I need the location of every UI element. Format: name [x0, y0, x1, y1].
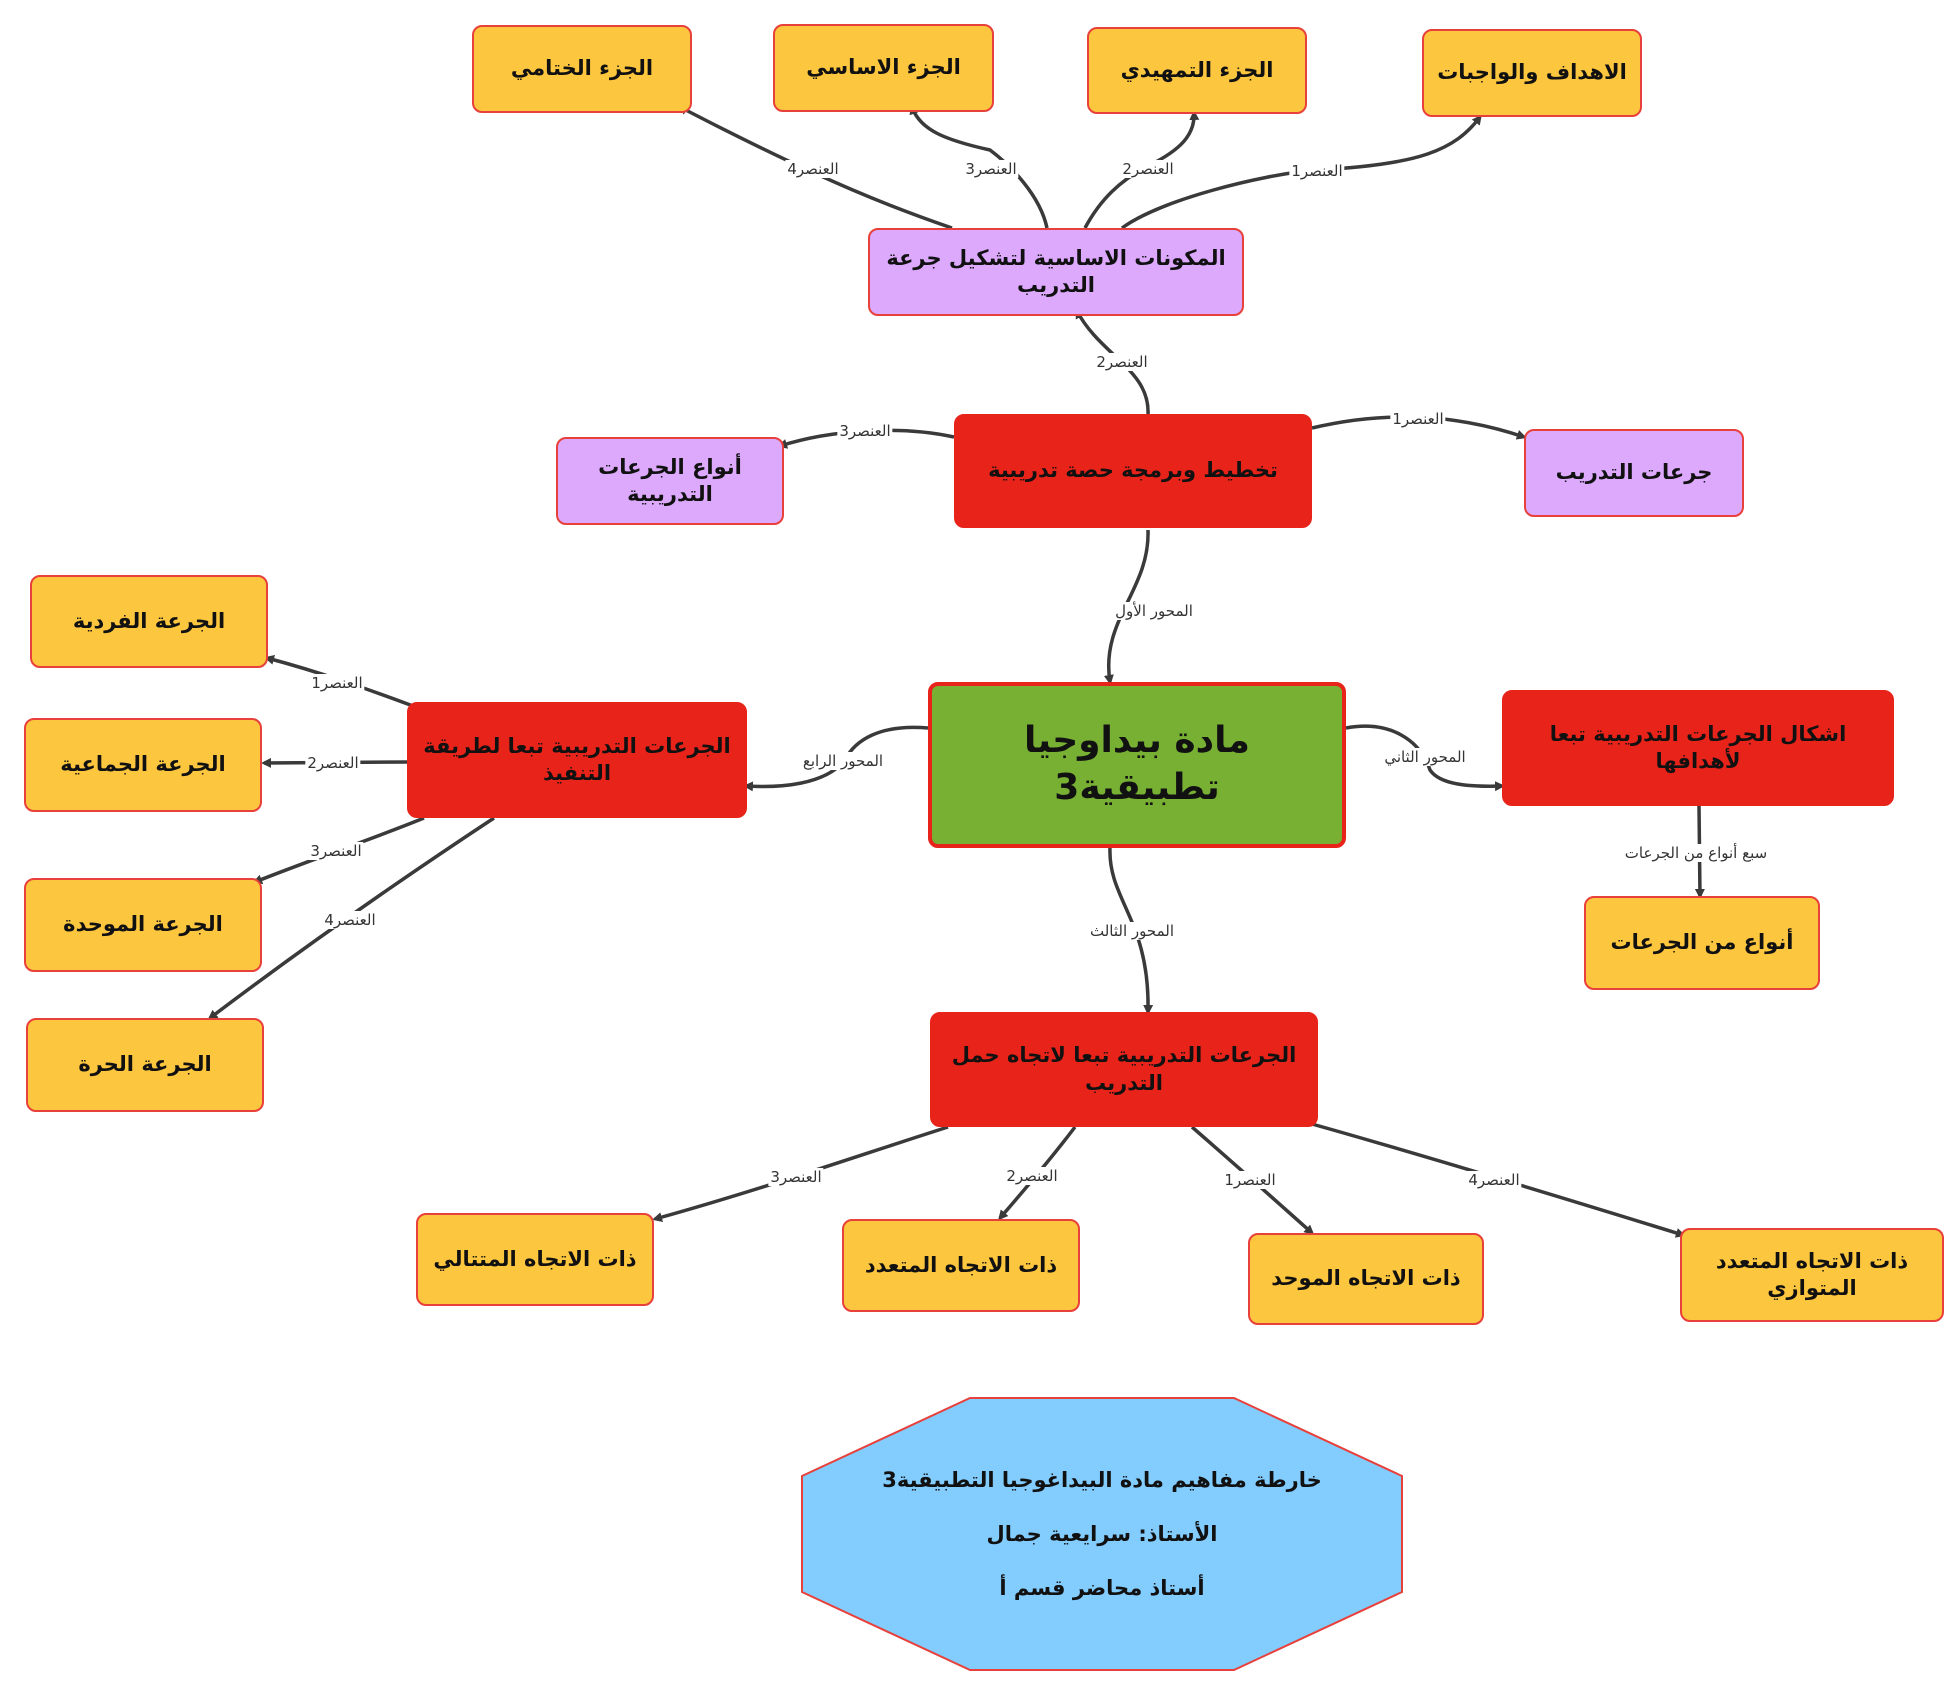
edge-label-axis3: المحور الثالث — [1088, 922, 1176, 940]
individual-node[interactable]: الجرعة الفردية — [30, 575, 268, 668]
edge-label-training-doses: العنصر1 — [1390, 410, 1446, 428]
training-doses-node[interactable]: جرعات التدريب — [1524, 429, 1744, 517]
edge-components-final — [677, 105, 953, 230]
types-node[interactable]: أنواع من الجرعات — [1584, 896, 1820, 990]
center-node[interactable]: مادة بيداوجيا تطبيقية3 — [928, 682, 1346, 848]
edge-label-axis4: المحور الرابع — [800, 752, 886, 770]
info-rank: أستاذ محاضر قسم أ — [999, 1576, 1205, 1600]
edge-center-axis3 — [1108, 847, 1154, 1015]
edge-label-individual: العنصر1 — [309, 674, 365, 692]
main-node[interactable]: الجزء الاساسي — [773, 24, 994, 112]
dose-types-node[interactable]: أنواع الجرعات التدريبية — [556, 437, 784, 525]
edge-label-axis1: المحور الأول — [1113, 602, 1195, 620]
edge-label-components: العنصر2 — [1094, 353, 1150, 371]
edge-label-final: العنصر4 — [785, 160, 841, 178]
axis3-node[interactable]: الجرعات التدريبية تبعا لاتجاه حمل التدري… — [930, 1012, 1318, 1127]
group-node[interactable]: الجرعة الجماعية — [24, 718, 262, 812]
goals-node[interactable]: الاهداف والواجبات — [1422, 29, 1642, 117]
unified-node[interactable]: ذات الاتجاه الموحد — [1248, 1233, 1484, 1325]
edge-label-axis2: المحور الثاني — [1382, 748, 1468, 766]
multi-node[interactable]: ذات الاتجاه المتعدد — [842, 1219, 1080, 1312]
sequential-node[interactable]: ذات الاتجاه المتتالي — [416, 1213, 654, 1306]
axis1-node[interactable]: تخطيط وبرمجة حصة تدريبية — [954, 414, 1312, 528]
edge-label-intro: العنصر2 — [1120, 160, 1176, 178]
edge-label-goals: العنصر1 — [1289, 162, 1345, 180]
edge-label-types: سبع أنواع من الجرعات — [1622, 844, 1770, 862]
edge-label-dose-types: العنصر3 — [837, 422, 893, 440]
edge-label-main: العنصر3 — [963, 160, 1019, 178]
components-node[interactable]: المكونات الاساسية لتشكيل جرعة التدريب — [868, 228, 1244, 316]
info-octagon — [801, 1397, 1403, 1671]
axis2-node[interactable]: اشكال الجرعات التدريبية تبعا لأهدافها — [1502, 690, 1894, 806]
parallel-node[interactable]: ذات الاتجاه المتعدد المتوازي — [1680, 1228, 1944, 1322]
edge-label-unified: العنصر1 — [1222, 1171, 1278, 1189]
info-title: خارطة مفاهيم مادة البيداغوجيا التطبيقية3 — [882, 1468, 1322, 1492]
axis4-node[interactable]: الجرعات التدريبية تبعا لطريقة التنفيذ — [407, 702, 747, 818]
info-text: خارطة مفاهيم مادة البيداغوجيا التطبيقية3… — [800, 1396, 1404, 1672]
edge-center-axis2 — [1345, 724, 1505, 792]
final-node[interactable]: الجزء الختامي — [472, 25, 692, 113]
edge-label-multi: العنصر2 — [1004, 1167, 1060, 1185]
intro-node[interactable]: الجزء التمهيدي — [1087, 27, 1307, 114]
edge-label-sequential: العنصر3 — [768, 1168, 824, 1186]
edge-label-free: العنصر4 — [322, 911, 378, 929]
info-teacher: الأستاذ: سرايعية جمال — [986, 1522, 1218, 1546]
edge-components-main — [909, 104, 1049, 229]
edge-label-group: العنصر2 — [305, 754, 361, 772]
edge-label-uniform: العنصر3 — [308, 842, 364, 860]
edge-label-parallel: العنصر4 — [1466, 1171, 1522, 1189]
uniform-node[interactable]: الجرعة الموحدة — [24, 878, 262, 972]
free-node[interactable]: الجرعة الحرة — [26, 1018, 264, 1112]
